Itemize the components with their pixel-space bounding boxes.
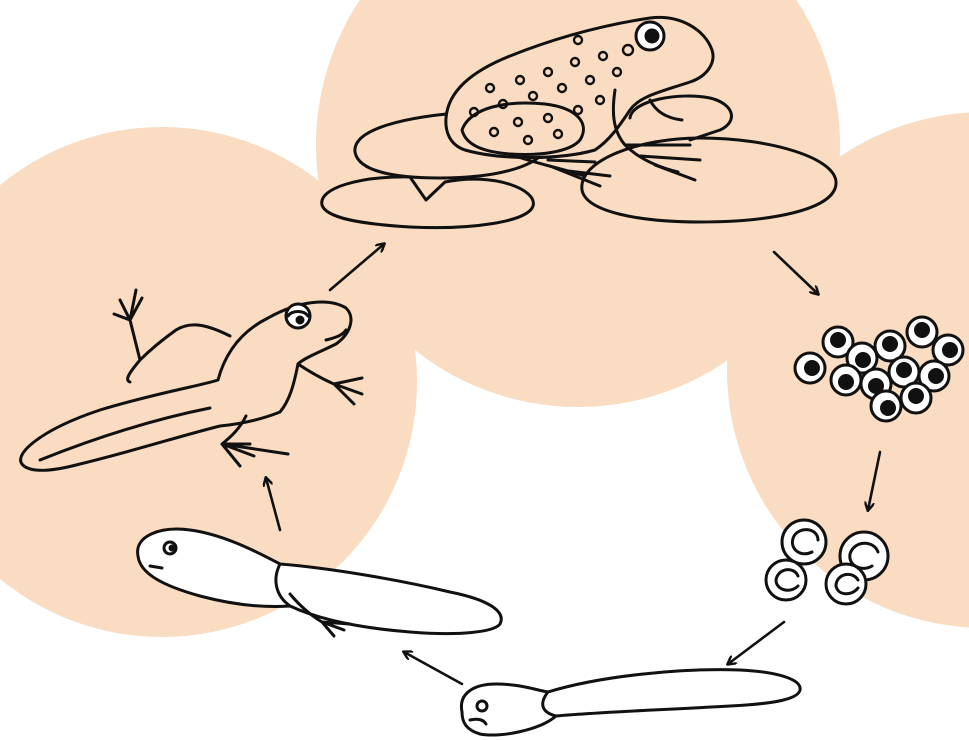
arrow-embryos-to-tadpole: [728, 622, 784, 664]
tadpole-icon: [461, 670, 800, 735]
arrow-tadpole-to-legs: [404, 652, 462, 684]
